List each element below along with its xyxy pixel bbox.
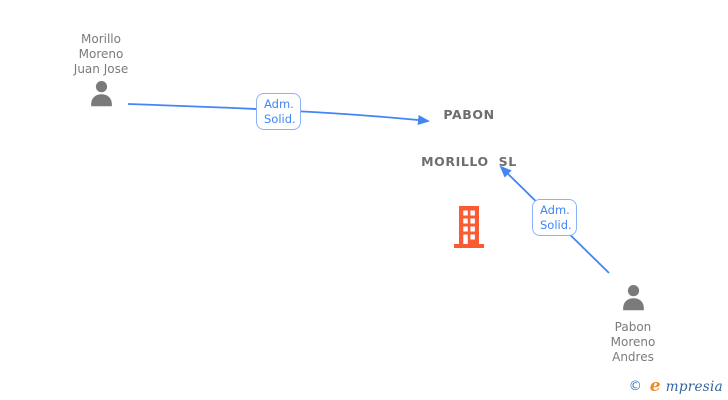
building-icon: [454, 206, 484, 248]
person-name-line: Andres: [612, 350, 654, 364]
empresia-logo[interactable]: © e mpresia: [629, 376, 723, 396]
person-icon: [622, 285, 644, 311]
person-name-line: Moreno: [610, 335, 656, 349]
person-icon: [90, 81, 112, 107]
node-person-morillo-moreno-juan-jose[interactable]: Morillo Moreno Juan Jose: [39, 32, 163, 110]
logo-text: mpresia: [665, 379, 723, 395]
person-name-line: Morillo: [81, 32, 121, 46]
node-company-pabon-morillo-sl[interactable]: PABON MORILLO SL: [408, 76, 530, 248]
copyright-symbol: ©: [628, 379, 642, 394]
edge-label-line: Solid.: [540, 218, 572, 232]
person-name: Pabon Moreno Andres: [611, 320, 656, 365]
company-name-line: PABON: [443, 107, 495, 122]
company-name: PABON MORILLO SL: [421, 76, 517, 200]
person-name-line: Pabon: [614, 320, 652, 334]
edge-label-line: Adm.: [264, 97, 294, 111]
edge-label-line: Solid.: [264, 112, 296, 126]
person-name-line: Juan Jose: [73, 62, 129, 76]
logo-letter-e: e: [649, 376, 661, 396]
person-name-line: Moreno: [78, 47, 124, 61]
node-person-pabon-moreno-andres[interactable]: Pabon Moreno Andres: [571, 284, 695, 365]
person-name: Morillo Moreno Juan Jose: [74, 32, 128, 77]
edge-label-adm-solid-1: Adm. Solid.: [256, 93, 301, 130]
company-name-line: MORILLO SL: [421, 153, 517, 169]
edge-label-adm-solid-2: Adm. Solid.: [532, 199, 577, 236]
edge-label-line: Adm.: [540, 203, 570, 217]
